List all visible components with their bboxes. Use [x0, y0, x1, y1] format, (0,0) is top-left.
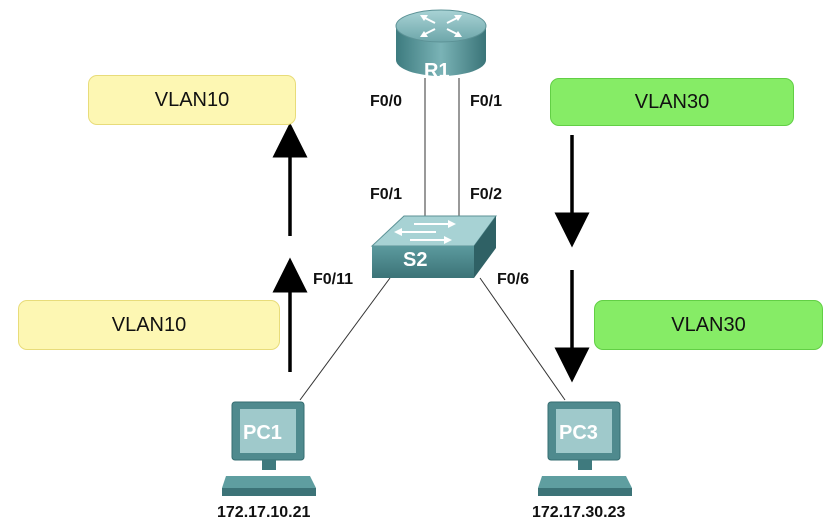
pc1-label: PC1: [243, 422, 282, 444]
port-s2-f011: F0/11: [313, 271, 354, 288]
pc1-ip: 172.17.10.21: [217, 504, 311, 521]
switch-icon[interactable]: [370, 210, 498, 282]
link-s2-pc1: [299, 277, 391, 401]
pc1-icon[interactable]: [222, 398, 317, 498]
switch-label: S2: [403, 249, 428, 271]
vlan-label-bottom-left: VLAN10: [18, 300, 280, 350]
pc3-icon[interactable]: [538, 398, 633, 498]
router-label: R1: [424, 60, 450, 82]
port-s2-f01: F0/1: [370, 186, 403, 203]
pc3-label: PC3: [559, 422, 598, 444]
port-r1-f01: F0/1: [470, 93, 503, 110]
port-s2-f02: F0/2: [470, 186, 503, 203]
router-icon[interactable]: [390, 2, 492, 82]
link-s2-pc3: [479, 277, 566, 401]
port-r1-f00: F0/0: [370, 93, 403, 110]
vlan-label-top-left: VLAN10: [88, 75, 296, 125]
vlan-label-top-right: VLAN30: [550, 78, 794, 126]
vlan-label-bottom-right: VLAN30: [594, 300, 823, 350]
port-s2-f06: F0/6: [497, 271, 530, 288]
pc3-ip: 172.17.30.23: [532, 504, 626, 521]
